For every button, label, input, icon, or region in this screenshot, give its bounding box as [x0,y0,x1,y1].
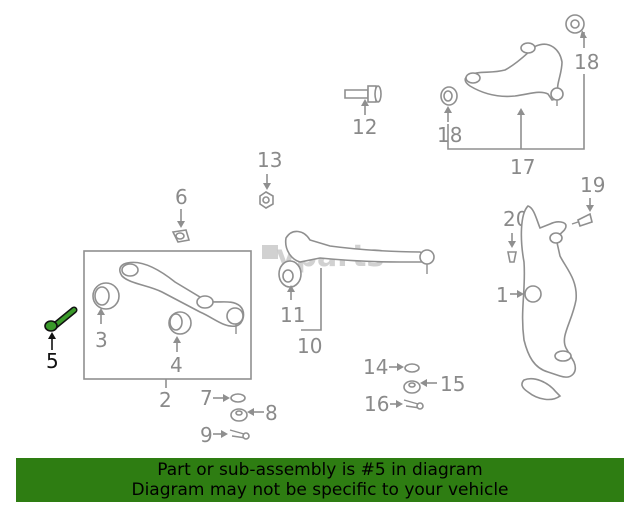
leader-12-arrow [361,99,369,106]
part-12-bolt[interactable] [344,85,382,103]
callout-14[interactable]: 14 [363,355,388,379]
leader-20-arrow [508,241,516,248]
part-4-bushing[interactable] [168,311,192,335]
callout-4[interactable]: 4 [170,353,183,377]
callout-13[interactable]: 13 [257,148,282,172]
leader-19-arrow [586,205,594,212]
callout-3[interactable]: 3 [95,328,108,352]
callout-9[interactable]: 9 [200,423,213,447]
part-3-bushing[interactable] [92,282,120,310]
part-2-lower-arm[interactable] [119,261,245,334]
leader-9-arrow [221,430,228,438]
leader-11-arrow [287,285,295,292]
callout-15[interactable]: 15 [440,372,465,396]
part-16-clip[interactable] [403,399,424,410]
part-7-washer[interactable] [230,393,246,403]
callout-6[interactable]: 6 [175,185,188,209]
part-6-nut[interactable] [171,229,191,243]
leader-13-arrow [263,183,271,190]
assembly-2-frame [83,250,252,380]
info-banner: Part or sub-assembly is #5 in diagram Di… [16,458,624,502]
leader-18a-arrow [444,106,452,113]
leader-1-arrow [517,290,524,298]
leader-18b-arrow [580,30,587,38]
part-10-arm[interactable] [284,230,435,274]
part-14-washer[interactable] [404,363,420,373]
callout-19[interactable]: 19 [580,173,605,197]
leader-3-arrow [97,308,105,315]
part-1-knuckle[interactable] [520,205,577,401]
leader-14-arrow [397,363,404,371]
callout-17[interactable]: 17 [510,155,535,179]
part-20-pin[interactable] [507,251,517,263]
leader-6-arrow [177,221,185,228]
part-15-nut[interactable] [403,380,421,394]
callout-18a[interactable]: 18 [437,123,462,147]
part-11-bushing[interactable] [278,260,302,288]
leader-4-arrow [173,336,181,343]
callout-11[interactable]: 11 [280,303,305,327]
callout-5[interactable]: 5 [46,349,59,373]
callout-2[interactable]: 2 [159,388,172,412]
callout-16[interactable]: 16 [364,392,389,416]
leader-7-arrow [223,394,230,402]
part-13-nut[interactable] [259,191,274,209]
part-19-bolt[interactable] [571,212,593,228]
leader-8-arrow [247,408,254,416]
callout-7[interactable]: 7 [200,386,213,410]
callout-8[interactable]: 8 [265,401,278,425]
leader-17-bracket [447,74,585,150]
banner-line-1: Part or sub-assembly is #5 in diagram [157,460,483,480]
leader-15-arrow [420,379,427,387]
callout-10[interactable]: 10 [297,334,322,358]
leader-17-arrow [517,108,525,115]
part-9-clip[interactable] [229,429,250,440]
part-5-bolt[interactable] [44,306,78,332]
banner-line-2: Diagram may not be specific to your vehi… [131,480,509,500]
part-17-upper-arm[interactable] [464,42,564,106]
leader-5-arrow [48,332,56,339]
part-18-bushing-upper[interactable] [565,14,585,34]
leader-16-arrow [396,400,403,408]
leader-10 [301,268,322,331]
callout-18b[interactable]: 18 [574,50,599,74]
callout-12[interactable]: 12 [352,115,377,139]
part-18-bushing-lower[interactable] [440,86,458,106]
callout-1[interactable]: 1 [496,283,509,307]
part-8-nut[interactable] [230,408,248,422]
